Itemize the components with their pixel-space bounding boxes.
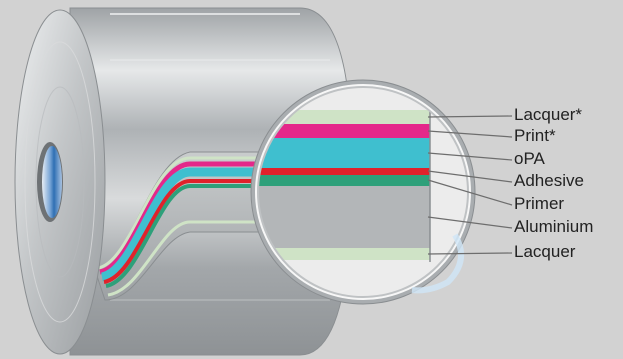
leader-line-3	[427, 152, 513, 161]
layer-band-6	[258, 186, 430, 248]
leader-lines	[427, 115, 513, 255]
leader-line-2	[427, 130, 513, 138]
layer-stack	[258, 104, 431, 262]
roll-core	[37, 142, 63, 222]
leader-line-1	[427, 115, 513, 118]
layer-band-4	[258, 168, 430, 175]
layer-label-7: Lacquer	[514, 242, 576, 261]
layer-band-3	[258, 138, 430, 168]
layer-band-5	[258, 175, 430, 186]
unwound-foil-sheet	[94, 151, 301, 301]
leader-line-6	[427, 216, 513, 229]
layer-band-2	[258, 124, 430, 138]
layer-label-1: Lacquer*	[514, 105, 583, 124]
leader-line-4	[427, 170, 513, 183]
layer-label-6: Aluminium	[514, 217, 594, 236]
layer-band-7	[258, 248, 430, 260]
layer-label-5: Primer	[514, 194, 565, 213]
layer-label-4: Adhesive	[514, 171, 584, 190]
leader-line-5	[427, 179, 513, 206]
leader-line-7	[427, 252, 513, 255]
layer-band-1	[258, 110, 430, 124]
layer-label-3: oPA	[514, 149, 545, 168]
magnifier-lens	[250, 79, 476, 305]
layer-label-2: Print*	[514, 126, 556, 145]
